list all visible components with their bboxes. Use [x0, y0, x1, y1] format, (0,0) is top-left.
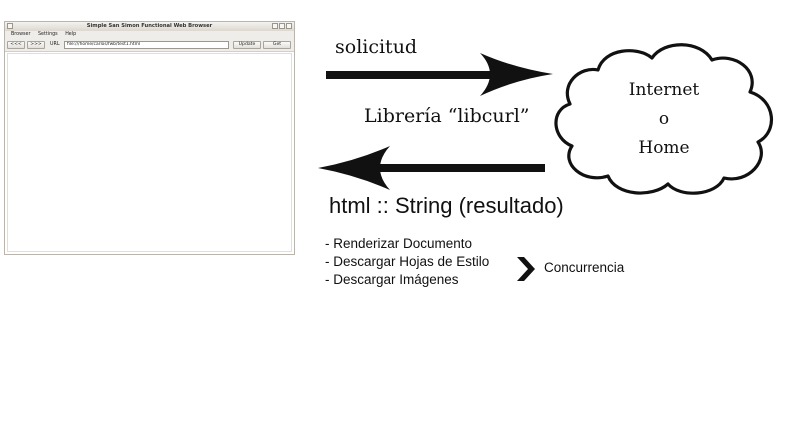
- left-arrow-icon: [318, 146, 545, 190]
- request-label: solicitud: [335, 36, 418, 58]
- forward-button[interactable]: >>>: [27, 41, 45, 49]
- cloud-icon: [554, 43, 773, 195]
- update-button[interactable]: Update: [233, 41, 261, 49]
- cloud-line-internet: Internet: [628, 80, 700, 100]
- url-input[interactable]: file:///home/carlos/fwb/test1.html: [64, 41, 229, 49]
- result-label: html :: String (resultado): [329, 193, 564, 218]
- window-menu-icon[interactable]: [7, 23, 13, 29]
- task-stylesheets: - Descargar Hojas de Estilo: [325, 254, 490, 269]
- back-button[interactable]: <<<: [7, 41, 25, 49]
- chevron-right-icon: [517, 257, 535, 281]
- toolbar: <<< >>> URL file:///home/carlos/fwb/test…: [5, 39, 294, 52]
- menu-browser[interactable]: Browser: [11, 32, 31, 37]
- task-render: - Renderizar Documento: [325, 236, 473, 251]
- page-viewport[interactable]: [7, 53, 292, 252]
- cloud-label: Internet o Home: [602, 76, 726, 163]
- task-images: - Descargar Imágenes: [325, 272, 459, 287]
- window-title: Simple San Simon Functional Web Browser: [86, 23, 213, 29]
- library-label: Librería “libcurl”: [364, 105, 530, 127]
- close-icon[interactable]: [286, 23, 292, 29]
- browser-window: Simple San Simon Functional Web Browser …: [4, 21, 295, 255]
- menu-help[interactable]: Help: [65, 32, 77, 37]
- concurrency-label: Concurrencia: [544, 260, 625, 275]
- right-arrow-icon: [326, 53, 553, 96]
- get-button[interactable]: Get: [263, 41, 291, 49]
- url-label: URL: [50, 42, 60, 47]
- cloud-line-home: Home: [638, 138, 690, 158]
- menu-settings[interactable]: Settings: [37, 32, 58, 37]
- maximize-icon[interactable]: [279, 23, 285, 29]
- minimize-icon[interactable]: [272, 23, 278, 29]
- cloud-line-o: o: [658, 109, 670, 129]
- menu-bar: Browser Settings Help: [5, 31, 294, 39]
